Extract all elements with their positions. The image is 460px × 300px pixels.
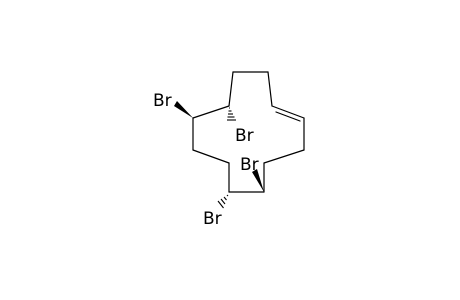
wedge-bond <box>174 101 193 118</box>
ring-double-bond-inner <box>275 111 301 122</box>
atom-br-label: Br <box>203 209 222 229</box>
atom-labels: Br Br Br Br <box>153 91 259 229</box>
hashed-wedge-bond <box>227 107 236 121</box>
stereo-bonds <box>174 101 264 209</box>
ring-bond <box>192 149 230 164</box>
atom-br-label: Br <box>240 155 259 175</box>
ring-bond <box>192 105 230 119</box>
atom-br-label: Br <box>235 126 254 146</box>
wedge-bond <box>252 169 264 192</box>
ring-bond <box>263 149 305 164</box>
ring-bond <box>267 71 273 107</box>
atom-br-label: Br <box>153 91 172 111</box>
ring-bonds <box>192 71 305 193</box>
ring-bond <box>228 71 234 107</box>
ring-double-bond-outer <box>271 105 305 119</box>
hashed-wedge-bond <box>217 194 229 209</box>
